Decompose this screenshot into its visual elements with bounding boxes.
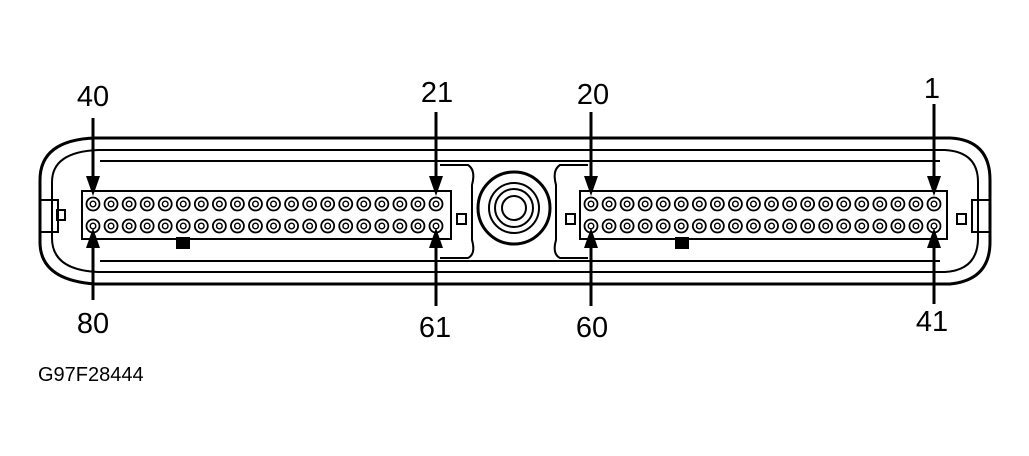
pin-contact-core xyxy=(233,222,241,230)
pin-contact-core xyxy=(695,222,703,230)
pin-contact-core xyxy=(822,200,830,208)
pin-label-60: 60 xyxy=(576,312,608,344)
pin-contact-core xyxy=(749,222,757,230)
pin-label-40: 40 xyxy=(77,81,109,113)
right-pin-block xyxy=(579,190,948,240)
pin-contact-core xyxy=(822,222,830,230)
pin-contact-core xyxy=(786,222,794,230)
pin-contact-core xyxy=(233,200,241,208)
pin-contact-core xyxy=(858,222,866,230)
pin-contact-core xyxy=(143,222,151,230)
pin-contact-core xyxy=(179,200,187,208)
pin-contact-core xyxy=(306,200,314,208)
pin-contact-core xyxy=(89,200,97,208)
pin-contact-core xyxy=(605,200,613,208)
pin-contact-core xyxy=(414,200,422,208)
pin-contact-core xyxy=(786,200,794,208)
pin-contact-core xyxy=(623,222,631,230)
pin-contact-core xyxy=(197,200,205,208)
pin-contact-core xyxy=(179,222,187,230)
pin-contact-core xyxy=(125,222,133,230)
pin-contact-core xyxy=(342,200,350,208)
pin-contact-core xyxy=(89,222,97,230)
connector-housing xyxy=(38,136,992,286)
pin-contact-core xyxy=(161,200,169,208)
pin-contact-core xyxy=(125,200,133,208)
pin-label-21: 21 xyxy=(421,77,453,109)
pin-contact-core xyxy=(396,200,404,208)
figure-code: G97F28444 xyxy=(38,364,144,386)
pin-contact-core xyxy=(749,200,757,208)
pin-contact-core xyxy=(215,222,223,230)
pin-contact-core xyxy=(161,222,169,230)
pin-contact-core xyxy=(197,222,205,230)
pin-contact-core xyxy=(731,200,739,208)
pin-label-20: 20 xyxy=(577,79,609,111)
pin-contact-core xyxy=(414,222,422,230)
pin-contact-core xyxy=(324,222,332,230)
pin-label-61: 61 xyxy=(419,312,451,344)
pin-contact-core xyxy=(677,222,685,230)
pin-contact-core xyxy=(270,222,278,230)
right-key-mark xyxy=(675,237,689,249)
pin-contact-core xyxy=(894,200,902,208)
pin-contact-core xyxy=(804,200,812,208)
pin-label-1: 1 xyxy=(924,73,940,105)
pin-contact-core xyxy=(912,200,920,208)
pin-label-80: 80 xyxy=(77,308,109,340)
pin-contact-core xyxy=(623,200,631,208)
pin-contact-core xyxy=(288,200,296,208)
pin-contact-core xyxy=(306,222,314,230)
pin-contact-core xyxy=(324,200,332,208)
pin-contact-core xyxy=(641,222,649,230)
pin-contact-core xyxy=(930,200,938,208)
left-pin-block xyxy=(81,190,452,240)
pin-contact-core xyxy=(677,200,685,208)
pin-contact-core xyxy=(858,200,866,208)
pin-label-41: 41 xyxy=(916,306,948,338)
pin-contact-core xyxy=(107,222,115,230)
pin-contact-core xyxy=(143,200,151,208)
pin-contact-core xyxy=(840,200,848,208)
pin-contact-core xyxy=(840,222,848,230)
pin-contact-core xyxy=(768,222,776,230)
pin-contact-core xyxy=(804,222,812,230)
pin-contact-core xyxy=(876,200,884,208)
pin-contact-core xyxy=(713,222,721,230)
pin-contact-core xyxy=(641,200,649,208)
pin-contact-core xyxy=(876,222,884,230)
pin-contact-core xyxy=(288,222,296,230)
pin-contact-core xyxy=(432,222,440,230)
pin-contact-core xyxy=(731,222,739,230)
pin-contact-core xyxy=(215,200,223,208)
pin-contact-core xyxy=(378,200,386,208)
pin-contact-core xyxy=(360,200,368,208)
pin-contact-core xyxy=(605,222,613,230)
pin-contact-core xyxy=(930,222,938,230)
pin-contact-core xyxy=(270,200,278,208)
pin-contact-core xyxy=(659,222,667,230)
pin-contact-core xyxy=(695,200,703,208)
pin-contact-core xyxy=(251,200,259,208)
pin-contact-core xyxy=(659,200,667,208)
pin-contact-core xyxy=(768,200,776,208)
pin-contact-core xyxy=(587,222,595,230)
pin-contact-core xyxy=(587,200,595,208)
pin-contact-core xyxy=(378,222,386,230)
pin-contact-core xyxy=(912,222,920,230)
center-post xyxy=(440,164,588,259)
callout-arrows xyxy=(86,104,941,306)
pin-array xyxy=(85,196,942,234)
left-key-mark xyxy=(176,237,190,249)
pin-contact-core xyxy=(396,222,404,230)
pin-contact-core xyxy=(432,200,440,208)
pin-contact-core xyxy=(107,200,115,208)
pin-contact-core xyxy=(713,200,721,208)
pin-contact-core xyxy=(251,222,259,230)
pin-contact-core xyxy=(894,222,902,230)
pin-contact-core xyxy=(360,222,368,230)
pin-contact-core xyxy=(342,222,350,230)
